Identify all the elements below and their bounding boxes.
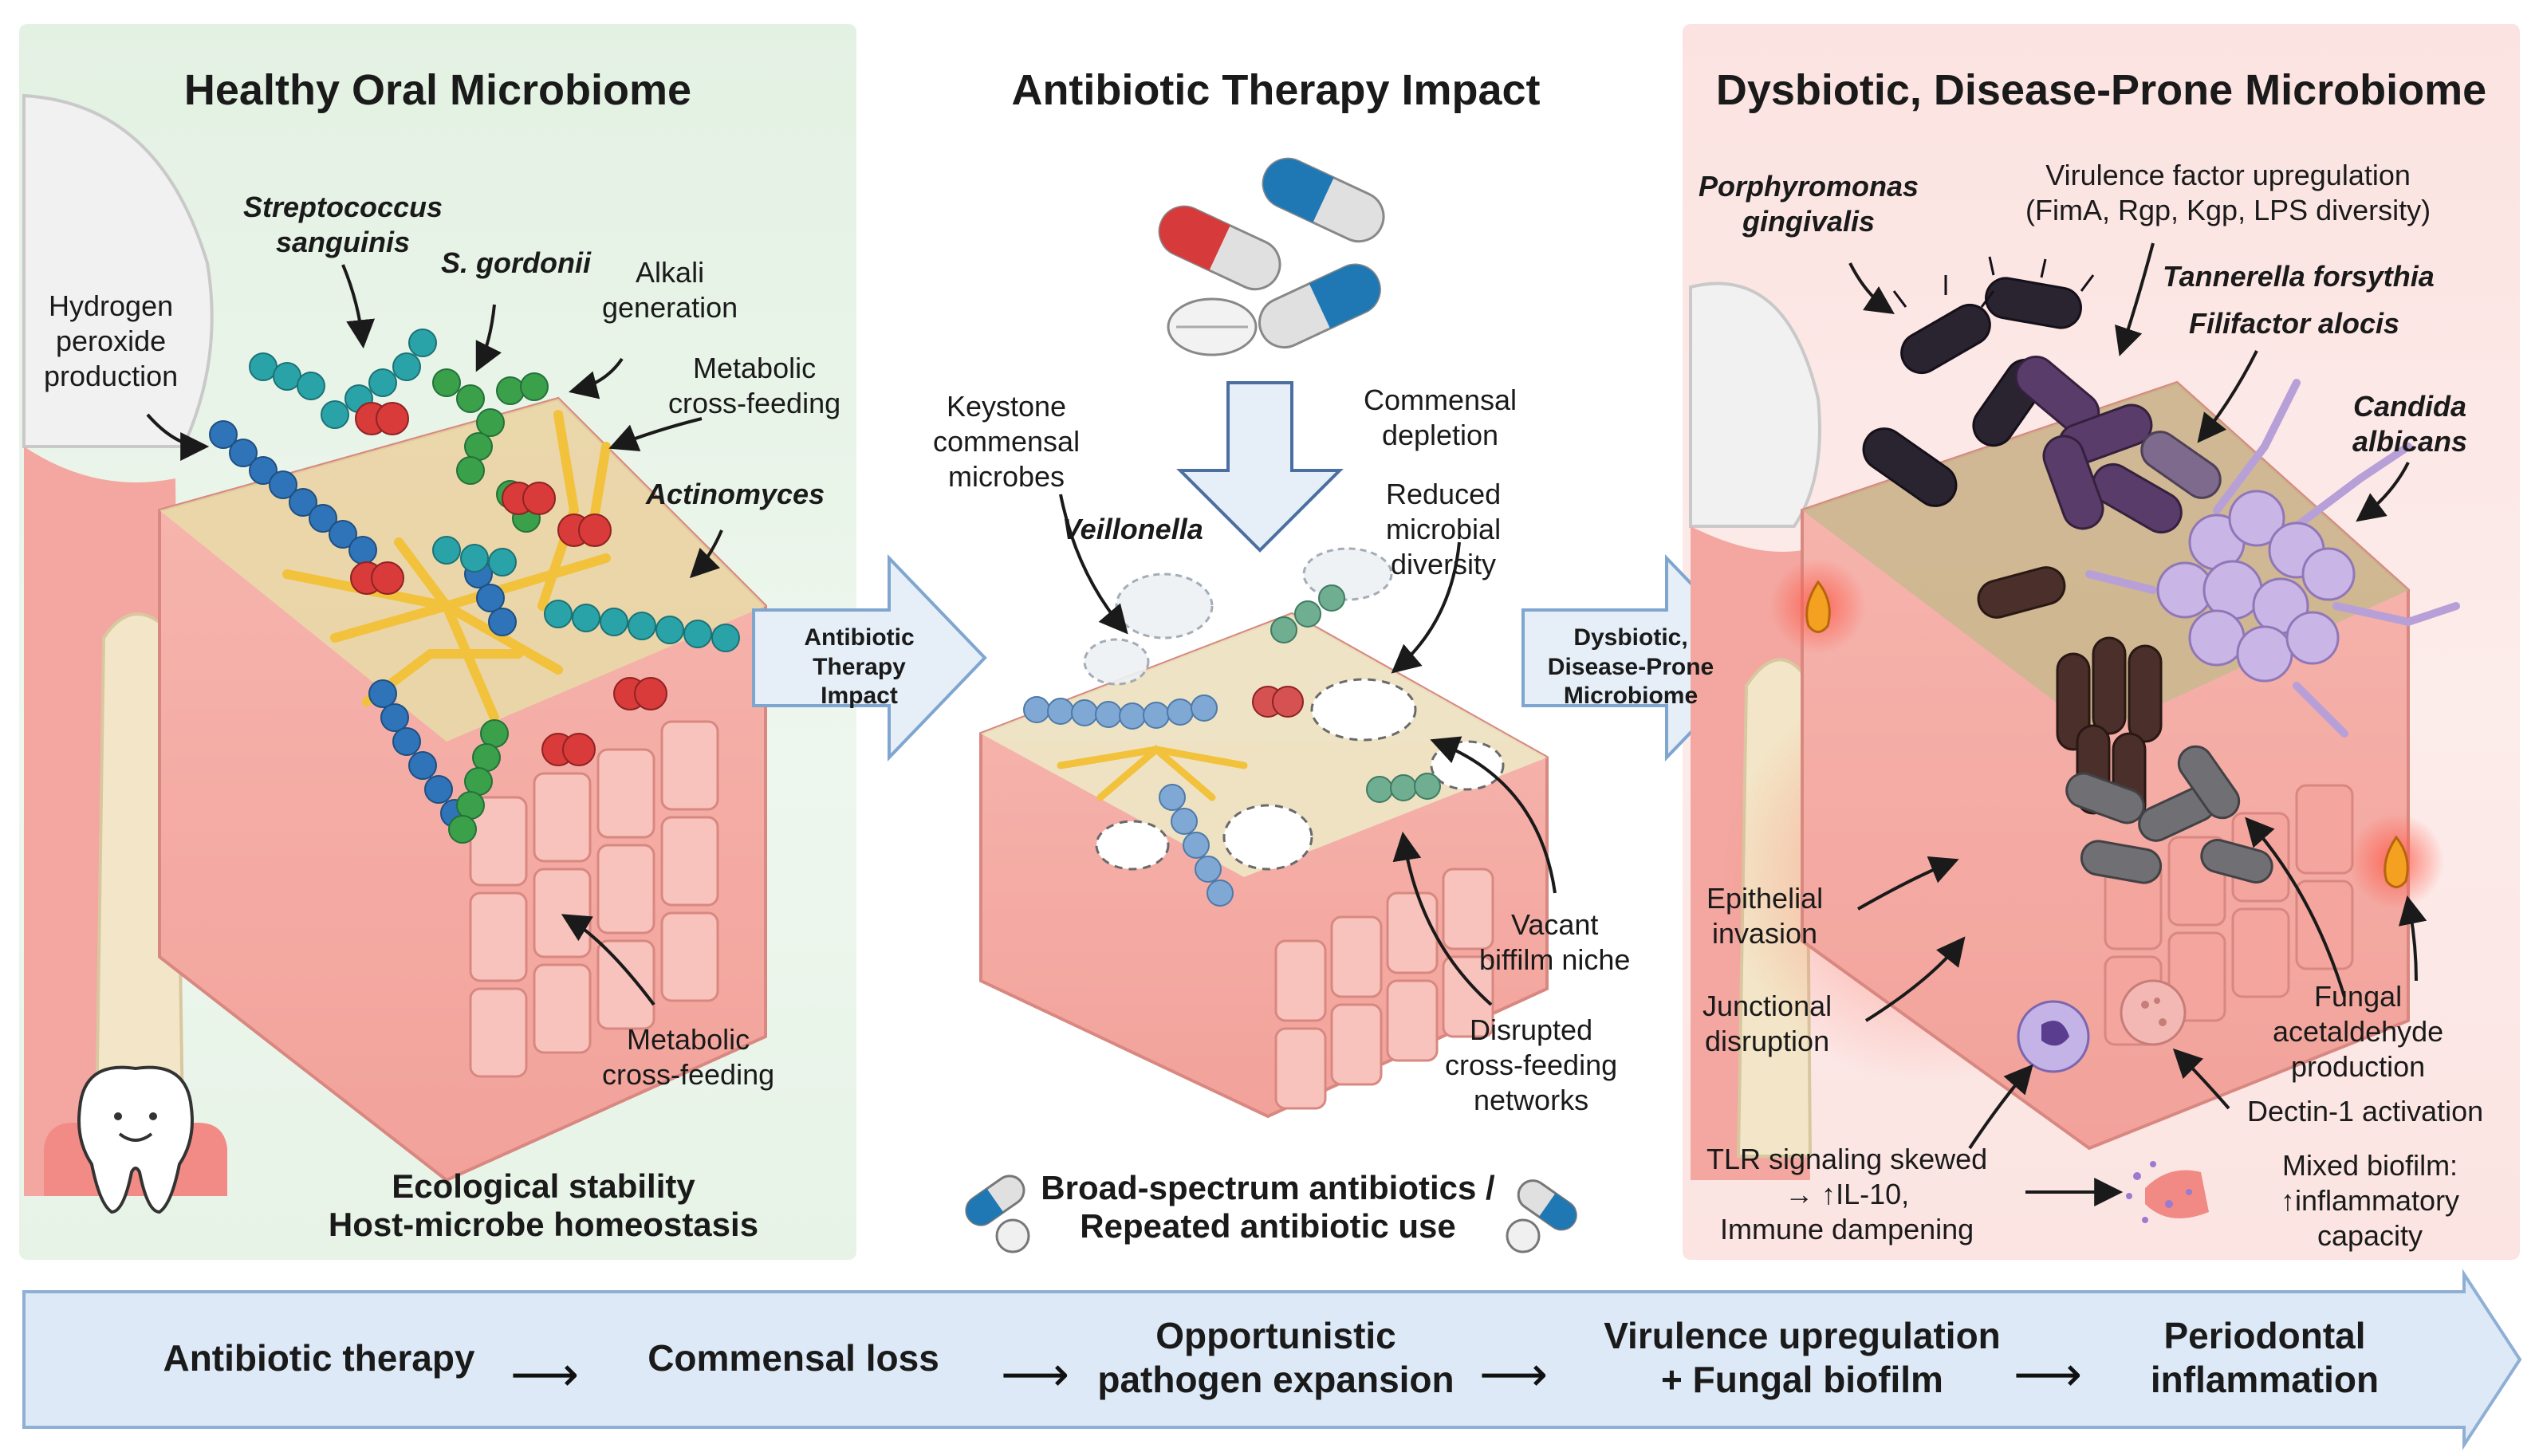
label-virulence-factor: Virulence factor upregulation(FimA, Rgp,… [2025, 159, 2431, 226]
label-dectin-activation: Dectin-1 activation [2247, 1095, 2484, 1127]
inflammation-icon-left [1770, 558, 1866, 654]
label-tannerella: Tannerella forsythia [2163, 260, 2435, 293]
healthy-illustration [22, 93, 767, 1214]
immune-cell-purple [2017, 1000, 2090, 1073]
healthy-footer-line2: Host-microbe homeostasis [328, 1206, 759, 1243]
label-s-gordonii: S. gordonii [441, 246, 591, 279]
flow-step-commensal-loss: Commensal loss [648, 1337, 939, 1379]
mixed-biofilm-icon [2126, 1161, 2209, 1223]
antibiotic-footer-line2: Repeated antibiotic use [1080, 1207, 1456, 1245]
flow-arrow-2: ⟶ [1001, 1348, 1070, 1401]
dysbiotic-title: Dysbiotic, Disease-Prone Microbiome [1715, 66, 2487, 114]
antibiotic-footer-line1: Broad-spectrum antibiotics / [1041, 1169, 1495, 1206]
label-tlr-signaling: TLR signaling skewed→ ↑IL-10,Immune damp… [1706, 1143, 1988, 1245]
healthy-title: Healthy Oral Microbiome [183, 66, 692, 114]
flow-arrow-3: ⟶ [1479, 1348, 1549, 1401]
inflammation-icon-right [2348, 813, 2444, 909]
immune-cell-pink [2120, 979, 2187, 1046]
pill-icon-right [1506, 1179, 1577, 1253]
porphyromonas-rods [1862, 277, 2082, 507]
label-veillonella: Veillonella [1062, 513, 1203, 545]
flow-step-virulence-fungal: Virulence upregulation+ Fungal biofilm [1604, 1315, 2001, 1401]
candida-cluster [2085, 379, 2460, 738]
pills-icon [1158, 157, 1385, 356]
dysbiotic-illustration [1689, 242, 2460, 1223]
antibiotic-title: Antibiotic Therapy Impact [1011, 66, 1541, 114]
grey-rods [2065, 745, 2273, 884]
label-filifactor: Filifactor alocis [2189, 307, 2400, 340]
label-actinomyces: Actinomyces [646, 478, 825, 510]
flow-arrow-4: ⟶ [2013, 1348, 2083, 1401]
flow-arrow-1: ⟶ [510, 1348, 580, 1401]
flow-step-antibiotic-therapy: Antibiotic therapy [163, 1337, 475, 1379]
tooth-icon [44, 1065, 227, 1214]
transition-arrow-1 [752, 554, 987, 761]
pill-icon-left [965, 1175, 1030, 1253]
tannerella-rods [2014, 356, 2183, 533]
antibiotic-illustration [965, 157, 1577, 1253]
flow-banner [22, 1269, 2522, 1450]
healthy-footer-line1: Ecological stability [392, 1167, 695, 1205]
